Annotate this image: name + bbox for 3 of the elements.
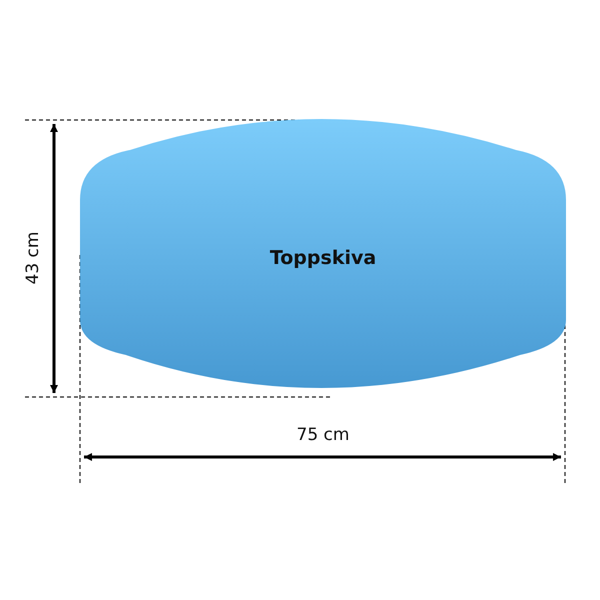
- dimension-label: 43 cm: [23, 232, 43, 284]
- part-label: Toppskiva: [270, 247, 376, 269]
- dimension-label: 75 cm: [296, 425, 350, 445]
